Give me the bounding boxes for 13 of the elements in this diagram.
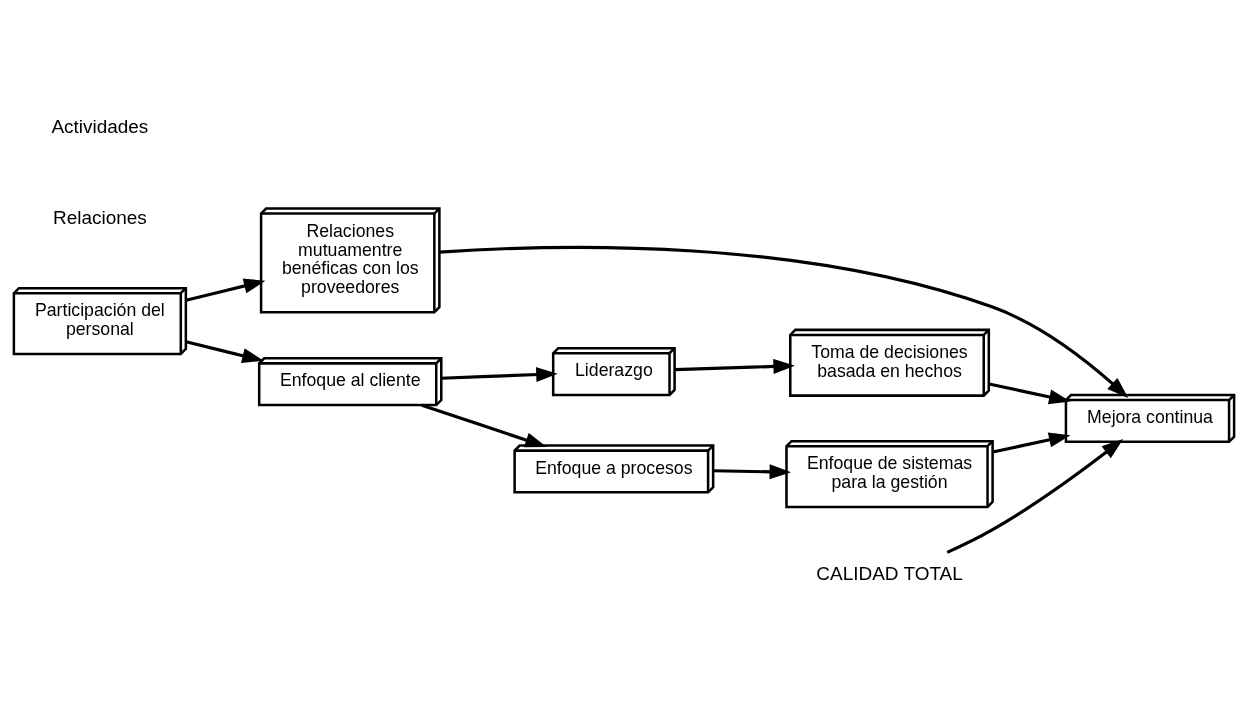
- label: Relaciones: [52, 207, 147, 229]
- arrow: [421, 403, 547, 448]
- arrow: [674, 358, 795, 374]
- arrow: [185, 278, 266, 302]
- arrow: [441, 367, 558, 383]
- arrow: [185, 340, 264, 364]
- arrow: [439, 245, 1129, 398]
- arrow: [988, 382, 1071, 405]
- node-text: CALIDAD TOTAL: [816, 562, 963, 584]
- arrow: [992, 432, 1071, 454]
- arrow: [713, 464, 792, 480]
- arrow: [946, 439, 1124, 554]
- label: Actividades: [51, 116, 149, 138]
